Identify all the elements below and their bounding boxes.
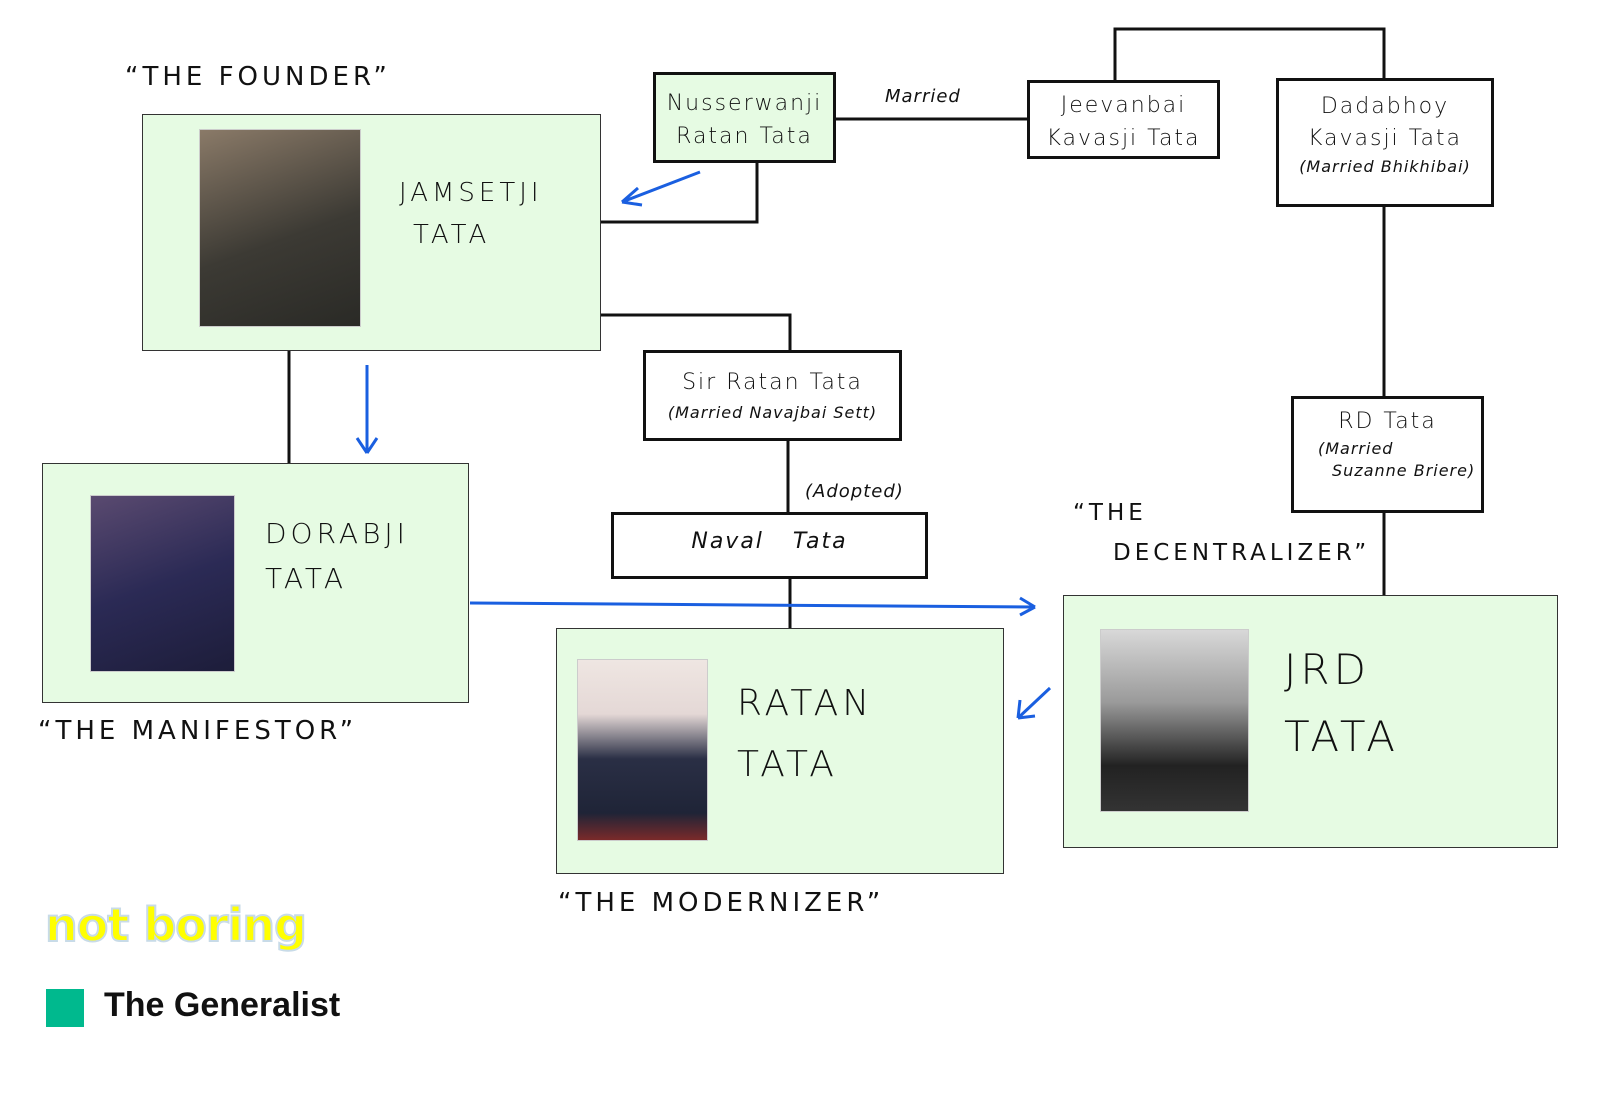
portrait-ratan	[577, 659, 708, 841]
label-manifestor: “THE MANIFESTOR”	[38, 716, 358, 746]
not-boring-logo: not boring	[44, 897, 308, 953]
succession-arrow-1	[621, 170, 701, 207]
name-line: Nusserwanji	[666, 91, 823, 116]
node-naval: Naval Tata	[611, 512, 928, 579]
name-line: Naval Tata	[691, 529, 848, 554]
name-line: Tata	[1284, 712, 1399, 762]
label-founder: “THE FOUNDER”	[125, 62, 391, 92]
name-line: Kavasji Tata	[1046, 126, 1201, 151]
name-line: Sir Ratan Tata	[682, 370, 863, 395]
succession-arrow-2	[355, 365, 379, 454]
portrait-dorabji	[90, 495, 235, 672]
name-line: Tata	[265, 561, 347, 595]
portrait-jrd	[1100, 629, 1249, 812]
name-line: Tata	[737, 744, 838, 786]
name-line: Jeevanbai	[1060, 93, 1187, 118]
name-line: JRD	[1284, 645, 1370, 694]
name-line: Ratan	[737, 683, 874, 724]
label-married: Married	[885, 86, 961, 107]
generalist-square-icon	[46, 989, 84, 1027]
node-dorabji: DorabjiTata	[42, 463, 469, 703]
label-adopted: (Adopted)	[805, 481, 904, 502]
label-modernizer: “THE MODERNIZER”	[558, 888, 885, 918]
spouse-note: (Married Navajbai Sett)	[667, 403, 878, 423]
label-decentralizer-1: “THE	[1073, 500, 1147, 526]
name-line: Tata	[413, 219, 491, 250]
node-jrd: JRD Tata	[1063, 595, 1558, 848]
sibling-bracket	[1113, 27, 1386, 80]
name-line: Ratan Tata	[676, 124, 813, 149]
name-line: RD Tata	[1338, 409, 1437, 434]
succession-arrow-3	[469, 596, 1036, 617]
spouse-note: (Married Bhikhibai)	[1299, 156, 1471, 176]
line-jamsetji-sir-ratan	[600, 313, 792, 350]
name-line: Jamsetji	[399, 178, 543, 208]
line-nusserwanji-jamsetji	[600, 162, 759, 224]
succession-arrow-4	[1016, 686, 1052, 720]
node-sir-ratan: Sir Ratan Tata (Married Navajbai Sett)	[643, 350, 902, 441]
name-line: Dadabhoy	[1320, 94, 1450, 119]
spouse-note: Suzanne Briere)	[1332, 461, 1476, 481]
node-jamsetji: JamsetjiTata	[142, 114, 601, 351]
spouse-note: (Married	[1318, 438, 1394, 458]
portrait-jamsetji	[199, 129, 361, 327]
name-line: Dorabji	[265, 517, 409, 550]
generalist-logo: The Generalist	[104, 986, 341, 1024]
label-decentralizer-2: DECENTRALIZER”	[1113, 540, 1371, 566]
name-line: Kavasji Tata	[1307, 125, 1463, 151]
